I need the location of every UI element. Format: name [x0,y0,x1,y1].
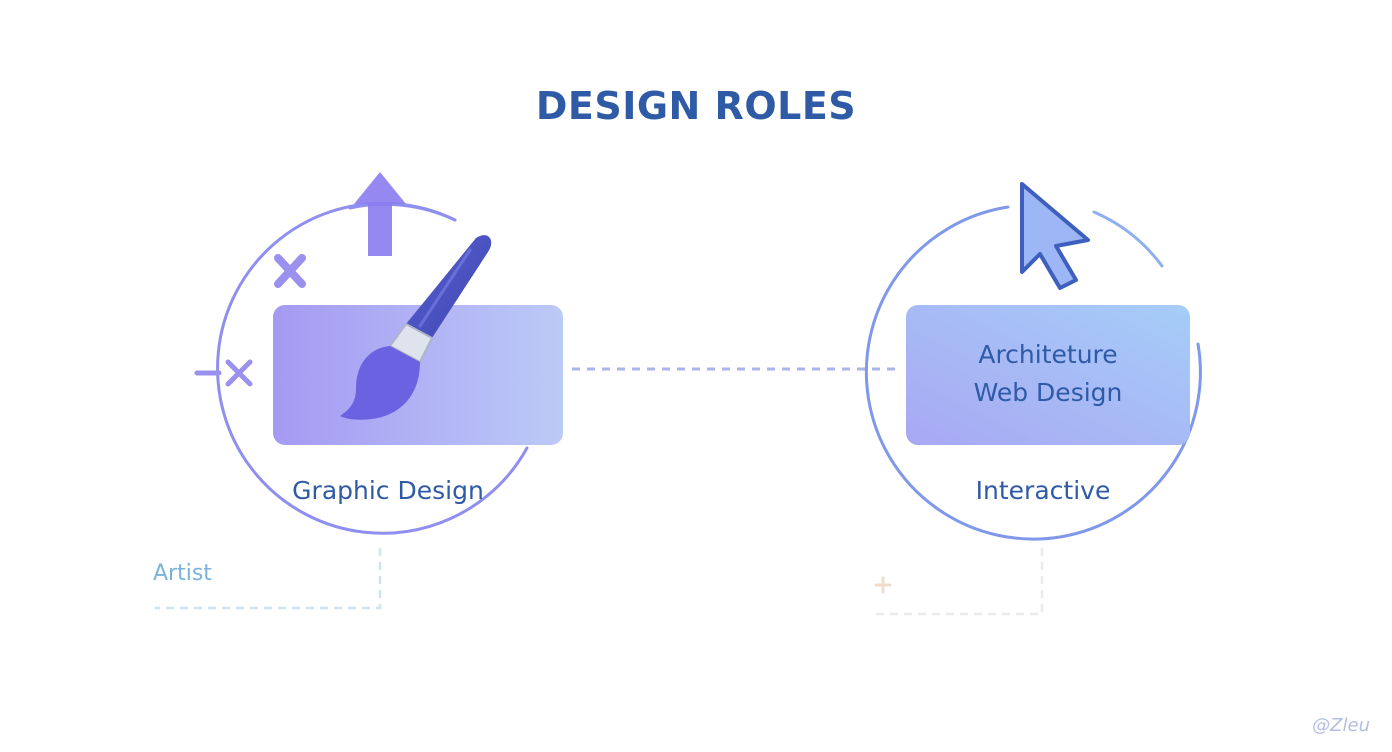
right-circle-ring-arc [1092,210,1164,268]
close-mark-icon [274,254,306,288]
left-circle-ring [216,201,529,535]
up-arrow-icon [354,172,406,256]
graphic-design-label: Graphic Design [292,476,484,505]
right-circle-ring [864,205,1202,541]
cursor-arrow-icon [1020,182,1090,290]
right-card-text: Architeture Web Design [906,336,1190,412]
right-card-line2: Web Design [973,378,1123,407]
interactive-connector [876,548,1044,616]
plus-icon [874,576,892,594]
right-card-line1: Architeture [978,340,1118,369]
left-circle-ring-top [348,202,457,222]
artist-label: Artist [153,561,212,586]
paintbrush-icon [340,235,492,420]
artist-connector [155,548,382,610]
watermark: @Zleu [1312,715,1370,736]
minus-x-mark-icon [194,359,253,387]
right-card [906,305,1190,445]
interactive-label: Interactive [975,476,1111,505]
page-title: DESIGN ROLES [535,84,857,128]
